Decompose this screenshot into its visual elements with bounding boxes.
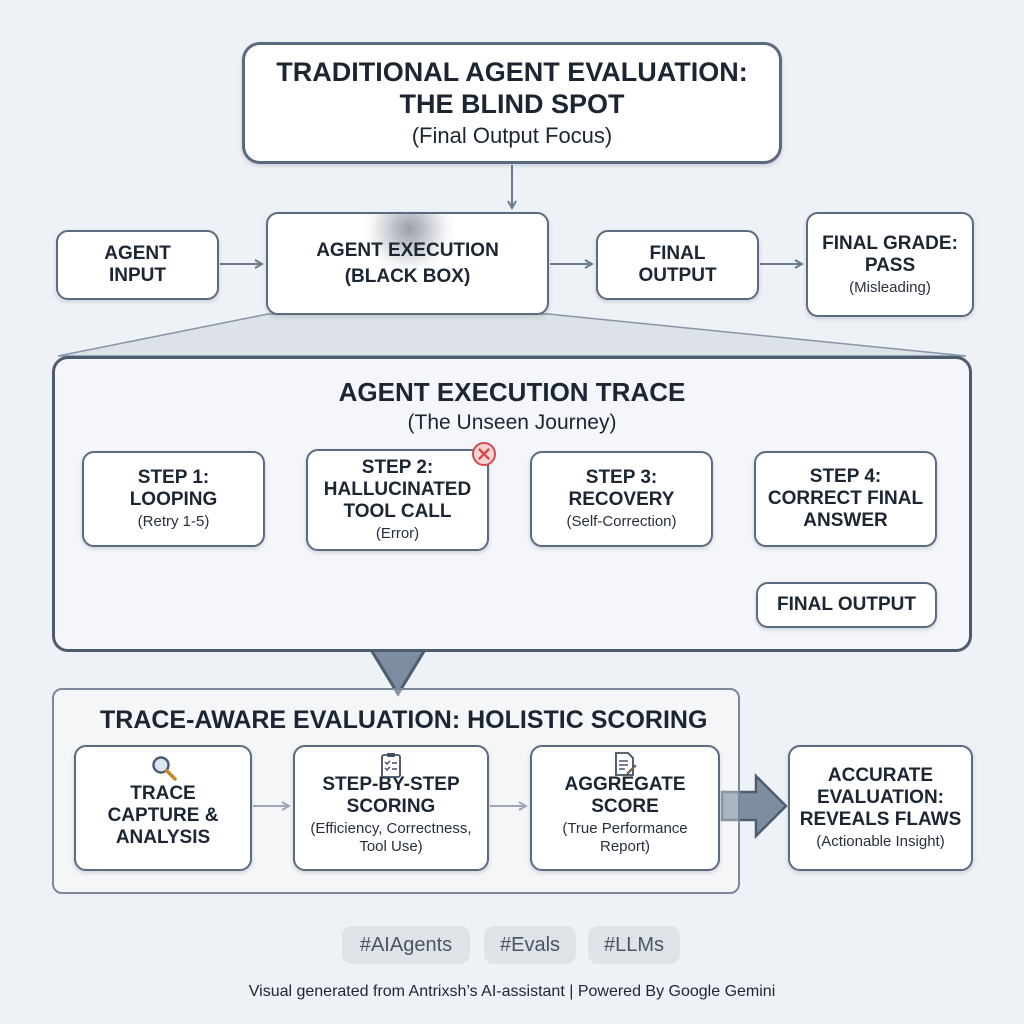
trace-final-output-label: FINAL OUTPUT	[777, 594, 916, 615]
final-output-box: FINAL OUTPUT	[596, 230, 759, 300]
final-grade-box: FINAL GRADE: PASS (Misleading)	[806, 212, 974, 317]
agent-execution-line1: AGENT EXECUTION	[316, 239, 499, 261]
report-icon	[613, 751, 637, 777]
step2-line3: TOOL CALL	[343, 501, 452, 522]
final-output-line2: OUTPUT	[638, 265, 717, 286]
agent-execution-line2: (BLACK BOX)	[344, 265, 471, 287]
trace-step-1: STEP 1: LOOPING (Retry 1-5)	[82, 451, 265, 547]
top-title-box: TRADITIONAL AGENT EVALUATION: THE BLIND …	[242, 42, 782, 164]
checklist-icon	[380, 752, 402, 778]
agent-execution-box: AGENT EXECUTION (BLACK BOX)	[266, 212, 549, 315]
eval3-line2: SCORE	[591, 796, 659, 817]
error-x-icon	[471, 441, 497, 467]
trace-step-4: STEP 4: CORRECT FINAL ANSWER	[754, 451, 937, 547]
step4-line2: CORRECT FINAL	[767, 488, 924, 509]
step1-line1: STEP 1:	[137, 467, 210, 488]
eval2-note2: Tool Use)	[359, 838, 423, 855]
tag-evals: #Evals	[484, 926, 576, 964]
tag-llms: #LLMs	[588, 926, 680, 964]
step3-note: (Self-Correction)	[566, 513, 677, 530]
result-note: (Actionable Insight)	[816, 833, 945, 850]
step4-line1: STEP 4:	[809, 466, 882, 487]
trace-title: AGENT EXECUTION TRACE	[338, 377, 686, 407]
top-title-line1: TRADITIONAL AGENT EVALUATION:	[276, 57, 748, 87]
final-grade-line1: FINAL GRADE:	[822, 232, 958, 254]
step3-line2: RECOVERY	[568, 489, 675, 510]
eval1-line1: TRACE	[130, 783, 196, 804]
tag-aiagents: #AIAgents	[342, 926, 470, 964]
step2-line2: HALLUCINATED	[323, 479, 472, 500]
step2-line1: STEP 2:	[361, 457, 434, 478]
step1-line2: LOOPING	[129, 489, 218, 510]
eval1-line2: CAPTURE &	[107, 805, 219, 826]
eval2-line2: SCORING	[346, 796, 436, 817]
step3-line1: STEP 3:	[585, 467, 658, 488]
top-subtitle: (Final Output Focus)	[411, 123, 613, 148]
step1-note: (Retry 1-5)	[137, 513, 210, 530]
result-line1: ACCURATE	[827, 765, 934, 786]
agent-input-box: AGENT INPUT	[56, 230, 219, 300]
agent-input-line2: INPUT	[109, 265, 166, 286]
eval-title: TRACE-AWARE EVALUATION: HOLISTIC SCORING	[100, 706, 708, 734]
eval2-note1: (Efficiency, Correctness,	[310, 820, 472, 837]
accurate-evaluation-box: ACCURATE EVALUATION: REVEALS FLAWS (Acti…	[788, 745, 973, 871]
zoom-projection	[57, 313, 967, 357]
final-grade-line2: PASS	[864, 254, 916, 276]
step4-line3: ANSWER	[803, 510, 888, 531]
eval2-line1: STEP-BY-STEP	[322, 774, 460, 795]
step2-note: (Error)	[375, 525, 420, 542]
eval-box-step-scoring: STEP-BY-STEP SCORING (Efficiency, Correc…	[293, 745, 489, 871]
top-title-line2: THE BLIND SPOT	[399, 89, 625, 119]
trace-step-2: STEP 2: HALLUCINATED TOOL CALL (Error)	[306, 449, 489, 551]
eval3-note1: (True Performance	[562, 820, 688, 837]
trace-subtitle: (The Unseen Journey)	[407, 411, 617, 434]
final-output-line1: FINAL	[649, 243, 706, 264]
result-line3: REVEALS FLAWS	[799, 809, 962, 830]
result-line2: EVALUATION:	[816, 787, 944, 808]
magnifier-icon	[150, 754, 178, 782]
eval1-line3: ANALYSIS	[115, 827, 211, 848]
footer-credit: Visual generated from Antrixsh’s AI-assi…	[248, 983, 776, 1000]
agent-input-line1: AGENT	[104, 243, 171, 264]
trace-step-3: STEP 3: RECOVERY (Self-Correction)	[530, 451, 713, 547]
eval3-note2: Report)	[599, 838, 651, 855]
trace-final-output-box: FINAL OUTPUT	[756, 582, 937, 628]
eval3-line1: AGGREGATE	[564, 774, 686, 795]
final-grade-note: (Misleading)	[849, 278, 931, 296]
